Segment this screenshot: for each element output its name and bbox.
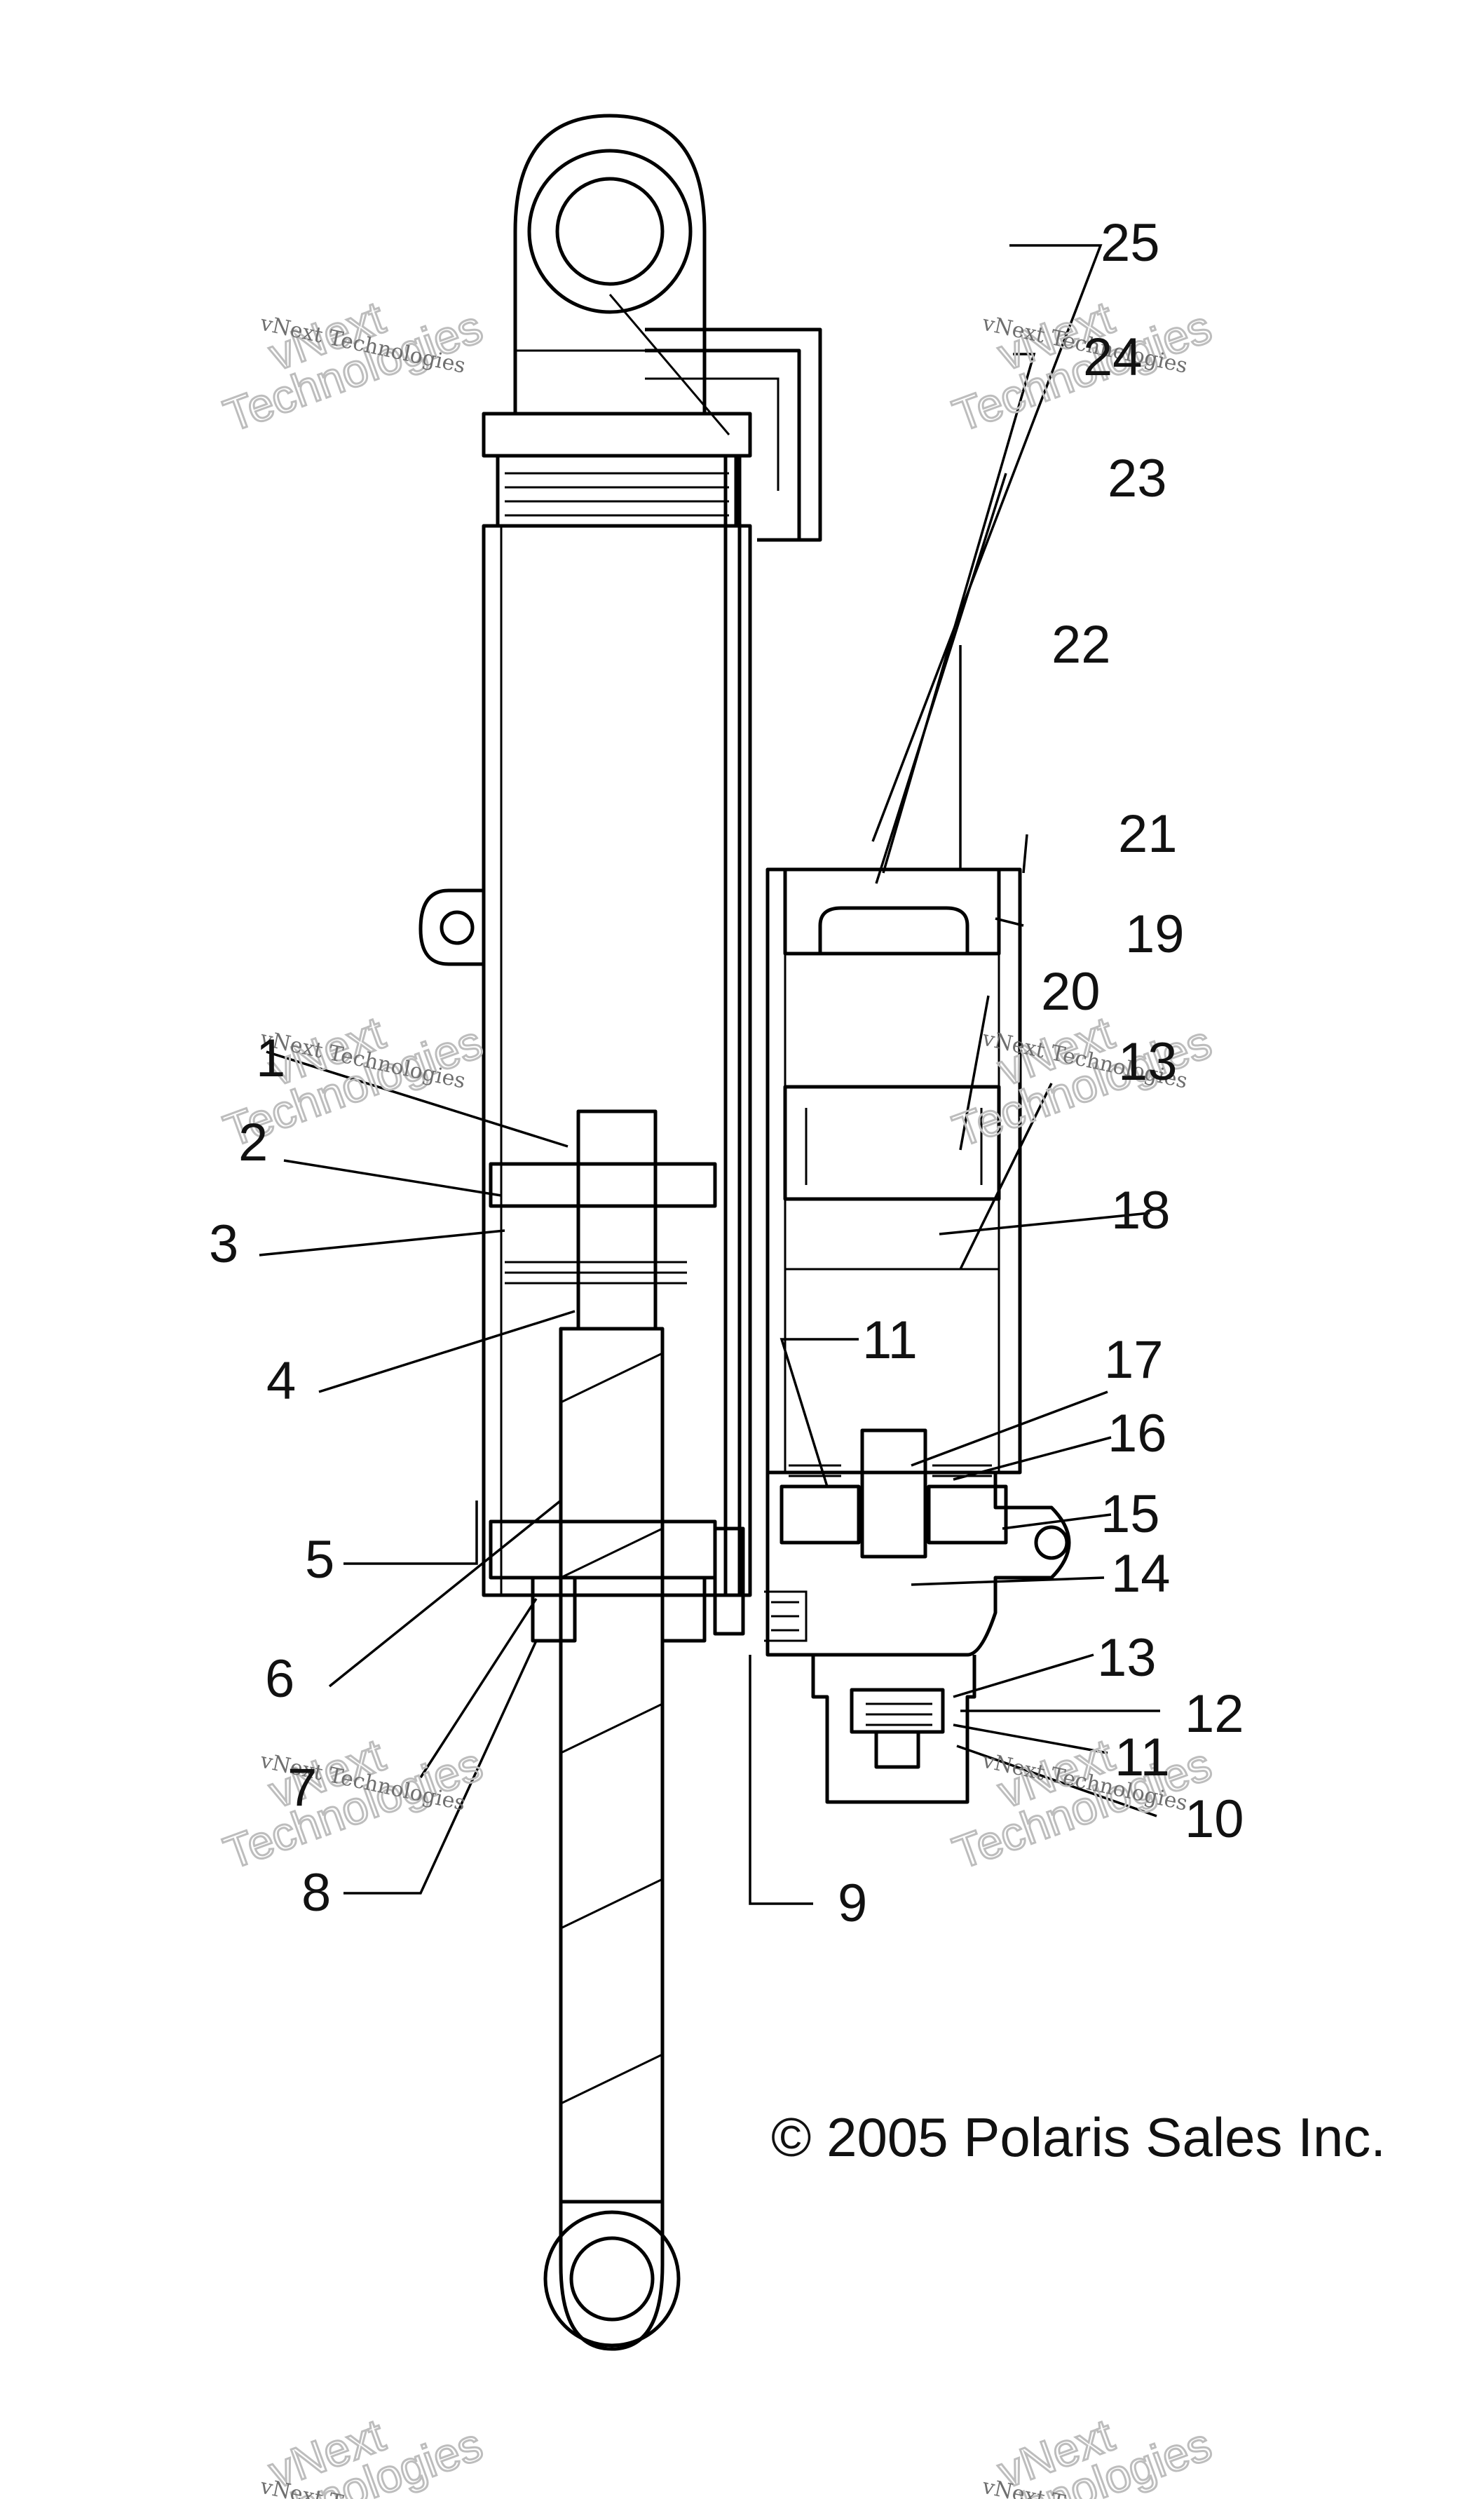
callout-23: 23: [1108, 449, 1167, 508]
callout-12: 12: [1185, 1684, 1244, 1744]
callout-9: 9: [838, 1874, 867, 1933]
callout-11-lower: 11: [1115, 1728, 1170, 1787]
callout-20: 20: [1041, 962, 1101, 1022]
callout-17: 17: [1104, 1330, 1164, 1390]
leader-lines: [259, 244, 1160, 1905]
callout-1: 1: [256, 1029, 285, 1088]
callout-14: 14: [1111, 1544, 1171, 1604]
callout-3: 3: [209, 1214, 238, 1274]
callout-22: 22: [1051, 615, 1111, 675]
callout-10: 10: [1185, 1789, 1244, 1849]
shock-drawing: [418, 114, 1071, 2351]
callout-4: 4: [266, 1351, 296, 1411]
callout-18: 18: [1111, 1181, 1171, 1240]
callout-labels: 25 24 23 22 21 19 20 13 18 1 2 3 4 11 17…: [209, 213, 1244, 1933]
callout-21: 21: [1118, 804, 1178, 864]
callout-13-upper: 13: [1118, 1032, 1178, 1092]
callout-6: 6: [265, 1649, 294, 1709]
callout-8: 8: [301, 1863, 331, 1923]
callout-11-upper: 11: [862, 1311, 918, 1370]
callout-7: 7: [287, 1758, 317, 1817]
callout-2: 2: [238, 1113, 268, 1172]
copyright-notice: © 2005 Polaris Sales Inc.: [771, 2106, 1386, 2168]
callout-13-lower: 13: [1097, 1628, 1157, 1688]
callout-24: 24: [1083, 327, 1143, 387]
callout-19: 19: [1125, 905, 1185, 964]
callout-16: 16: [1108, 1404, 1167, 1463]
callout-15: 15: [1101, 1484, 1160, 1544]
callout-5: 5: [305, 1530, 334, 1590]
callout-25: 25: [1101, 213, 1160, 273]
